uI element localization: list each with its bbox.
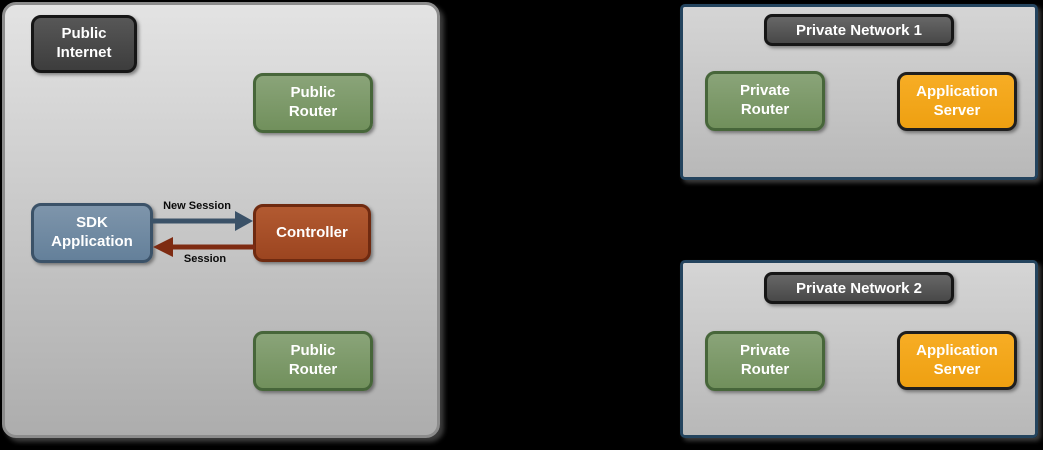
- new-session-arrow: [151, 211, 253, 231]
- public-internet-label: Public Internet: [31, 15, 137, 73]
- application-server-node-1: Application Server: [897, 72, 1017, 131]
- private-network-2-zone: Private Network 2 Private Router Applica…: [680, 260, 1038, 438]
- public-router-bottom-node: Public Router: [253, 331, 373, 391]
- sdk-application-node: SDK Application: [31, 203, 153, 263]
- session-arrows: [151, 211, 255, 257]
- controller-node: Controller: [253, 204, 371, 262]
- public-internet-zone: Public Internet Public Router SDK Applic…: [2, 2, 440, 438]
- session-arrow: [153, 237, 255, 257]
- application-server-node-2: Application Server: [897, 331, 1017, 390]
- private-router-node-2: Private Router: [705, 331, 825, 391]
- private-network-2-title: Private Network 2: [764, 272, 954, 304]
- private-network-1-zone: Private Network 1 Private Router Applica…: [680, 4, 1038, 180]
- new-session-arrow-label: New Session: [163, 200, 231, 212]
- private-network-1-title: Private Network 1: [764, 14, 954, 46]
- public-router-top-node: Public Router: [253, 73, 373, 133]
- private-router-node-1: Private Router: [705, 71, 825, 131]
- session-arrow-label: Session: [183, 253, 227, 265]
